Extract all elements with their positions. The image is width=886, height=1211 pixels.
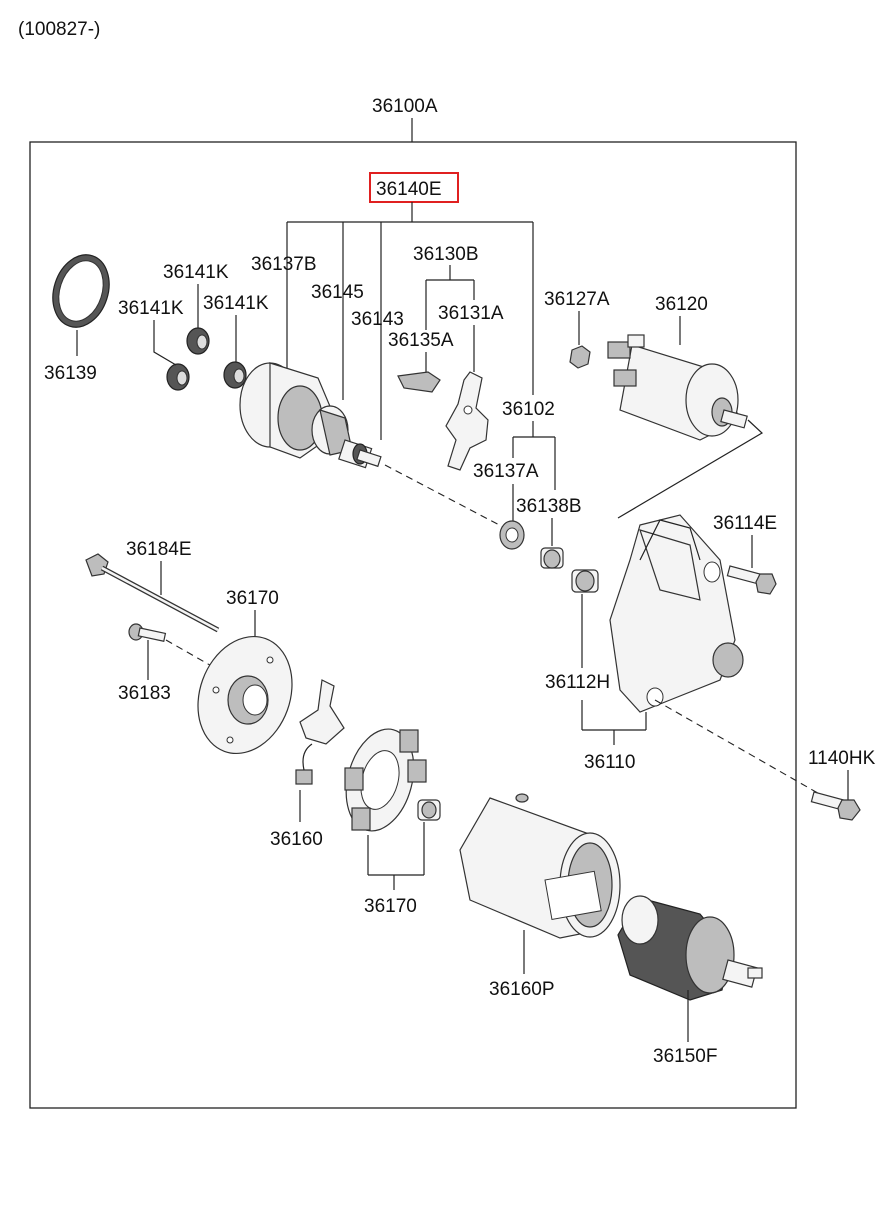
label-36170-bottom[interactable]: 36170 bbox=[364, 896, 417, 917]
bracket-36110 bbox=[581, 700, 647, 745]
bracket-36130B bbox=[425, 265, 475, 330]
bracket-36102 bbox=[512, 421, 556, 490]
label-36114E[interactable]: 36114E bbox=[713, 513, 777, 534]
label-36143[interactable]: 36143 bbox=[351, 309, 404, 330]
label-36183[interactable]: 36183 bbox=[118, 683, 171, 704]
nut-36127A[interactable] bbox=[569, 345, 591, 369]
label-36135A[interactable]: 36135A bbox=[388, 330, 454, 351]
through-bolt-36184E[interactable] bbox=[85, 553, 220, 633]
label-36138B[interactable]: 36138B bbox=[516, 496, 582, 517]
label-36150F[interactable]: 36150F bbox=[653, 1046, 717, 1067]
label-36160[interactable]: 36160 bbox=[270, 829, 323, 850]
label-36145[interactable]: 36145 bbox=[311, 282, 364, 303]
label-36131A[interactable]: 36131A bbox=[438, 303, 504, 324]
label-36120[interactable]: 36120 bbox=[655, 294, 708, 315]
lever-pin-36135A[interactable] bbox=[397, 371, 441, 393]
internal-gear-assembly[interactable] bbox=[239, 362, 382, 469]
pinion-gear-3[interactable] bbox=[223, 361, 247, 389]
yoke-36160P[interactable] bbox=[459, 793, 621, 939]
label-36137B[interactable]: 36137B bbox=[251, 254, 317, 275]
label-36137A[interactable]: 36137A bbox=[473, 461, 539, 482]
brush-36160[interactable] bbox=[295, 679, 345, 785]
bushing-36137A[interactable] bbox=[499, 520, 525, 550]
armature-36150F[interactable] bbox=[617, 895, 763, 1001]
assembly-label: 36100A bbox=[372, 96, 438, 117]
brush-holder-36170[interactable] bbox=[336, 721, 427, 838]
label-36140E[interactable]: 36140E bbox=[376, 179, 442, 200]
label-36130B[interactable]: 36130B bbox=[413, 244, 479, 265]
highlight-box bbox=[369, 172, 459, 203]
bushing-36112H[interactable] bbox=[571, 569, 599, 593]
shift-lever-36131A[interactable] bbox=[445, 371, 489, 471]
label-36160P[interactable]: 36160P bbox=[489, 979, 555, 1000]
label-36127A[interactable]: 36127A bbox=[544, 289, 610, 310]
centerline-36183 bbox=[165, 639, 216, 669]
pinion-gear-2[interactable] bbox=[166, 363, 190, 391]
seal-ring-36139[interactable] bbox=[44, 247, 118, 334]
label-36141K-b[interactable]: 36141K bbox=[118, 298, 184, 319]
screw-36183[interactable] bbox=[128, 623, 167, 642]
centerline-shaft bbox=[384, 464, 506, 529]
bracket-36170-bottom bbox=[367, 822, 425, 890]
label-36139[interactable]: 36139 bbox=[44, 363, 97, 384]
bolt-36114E[interactable] bbox=[726, 565, 777, 595]
rear-bracket-36170[interactable] bbox=[182, 623, 308, 767]
label-36184E[interactable]: 36184E bbox=[126, 539, 192, 560]
leader-36141K-b bbox=[153, 320, 177, 366]
label-36112H[interactable]: 36112H bbox=[545, 672, 610, 693]
bushing-36170[interactable] bbox=[417, 799, 441, 821]
pinion-gear-1[interactable] bbox=[186, 327, 210, 355]
label-36110[interactable]: 36110 bbox=[584, 752, 635, 773]
bolt-1140HK[interactable] bbox=[810, 791, 861, 821]
solenoid-guide-line bbox=[617, 419, 763, 519]
bushing-36138B[interactable] bbox=[540, 547, 564, 569]
solenoid-36120[interactable] bbox=[607, 334, 748, 441]
bracket-36140E bbox=[286, 202, 534, 440]
label-36170-top[interactable]: 36170 bbox=[226, 588, 279, 609]
label-36102[interactable]: 36102 bbox=[502, 399, 555, 420]
label-1140HK[interactable]: 1140HK bbox=[808, 748, 876, 769]
date-code-label: (100827-) bbox=[18, 19, 100, 40]
centerline-1140HK bbox=[654, 699, 831, 801]
front-housing-36110[interactable] bbox=[609, 514, 744, 713]
assembly-frame bbox=[29, 141, 797, 1109]
label-36141K-c[interactable]: 36141K bbox=[203, 293, 269, 314]
label-36141K-a[interactable]: 36141K bbox=[163, 262, 229, 283]
